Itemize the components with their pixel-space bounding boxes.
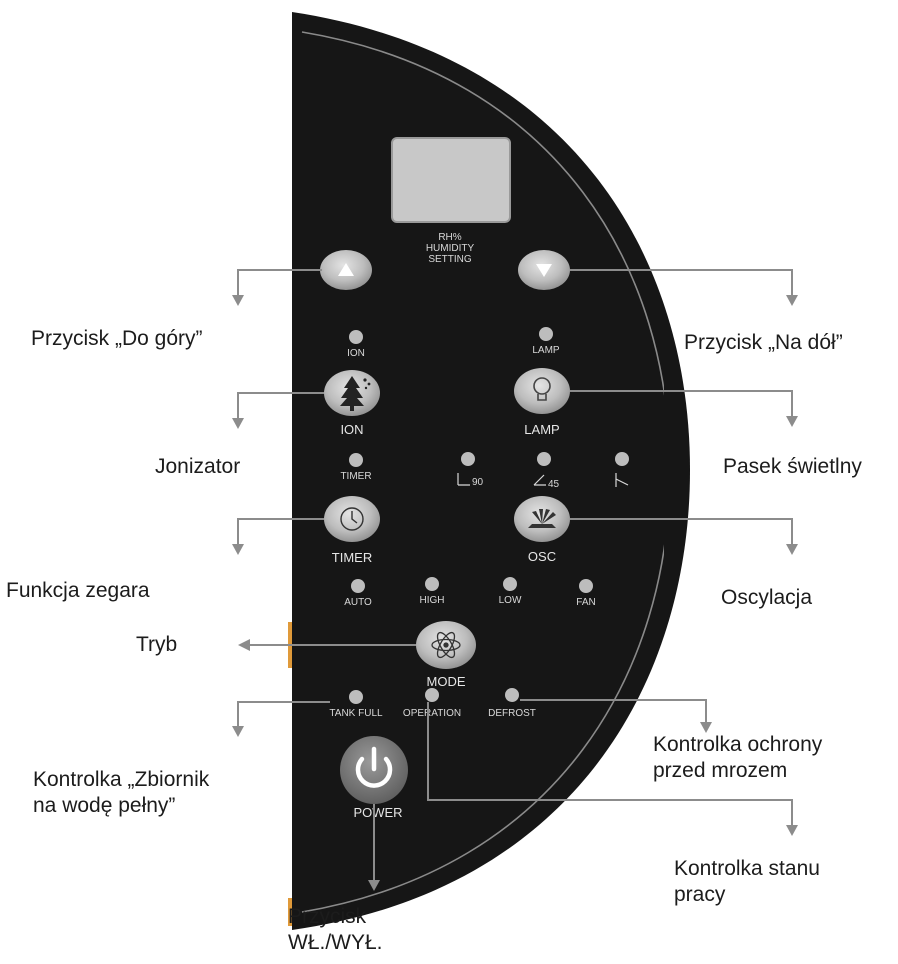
arrow-down-icon <box>232 295 244 306</box>
power-button-label: POWER <box>353 805 402 820</box>
callout-ionizer: Jonizator <box>155 455 241 478</box>
angle-90-indicator <box>461 452 475 466</box>
arrow-down-icon <box>786 544 798 555</box>
angle-90-label: 90 <box>472 477 484 488</box>
callout-mode: Tryb <box>136 633 178 656</box>
arrow-down-icon <box>786 416 798 427</box>
arrow-left-icon <box>238 639 250 651</box>
timer-indicator-label: TIMER <box>340 471 371 482</box>
arrow-down-icon <box>786 825 798 836</box>
down-button[interactable] <box>518 250 570 290</box>
arrow-down-icon <box>232 726 244 737</box>
arrow-down-icon <box>232 544 244 555</box>
tree-icon <box>340 376 371 411</box>
leader-lines <box>237 269 793 882</box>
defrost-indicator-label: DEFROST <box>488 708 536 719</box>
callout-operation-status-line-1: Kontrolka stanu <box>674 857 820 880</box>
arrow-down-icon <box>368 880 380 891</box>
callout-frost-protection: Kontrolka ochrony przed mrozem <box>653 732 822 784</box>
display-caption-1: RH% <box>438 232 461 243</box>
operation-indicator <box>425 688 439 702</box>
high-indicator <box>425 577 439 591</box>
clock-icon <box>340 507 364 531</box>
timer-button-label: TIMER <box>332 550 372 565</box>
arrow-down-icon <box>232 418 244 429</box>
callout-light-strip: Pasek świetlny <box>723 455 862 478</box>
callout-power-button-line-2: WŁ./WYŁ. <box>288 931 383 954</box>
angle-off-indicator <box>615 452 629 466</box>
callout-tank-full: Kontrolka „Zbiornik na wodę pełny” <box>33 767 209 819</box>
arrow-down-icon <box>700 722 712 733</box>
callout-timer: Funkcja zegara <box>6 579 150 602</box>
callout-tank-full-line-2: na wodę pełny” <box>33 794 176 817</box>
tank-full-indicator <box>349 690 363 704</box>
mode-button[interactable] <box>416 621 476 669</box>
callout-oscillation: Oscylacja <box>721 586 813 609</box>
angle-45-indicator <box>537 452 551 466</box>
callout-frost-protection-line-2: przed mrozem <box>653 759 788 782</box>
osc-button[interactable] <box>514 496 570 542</box>
lamp-indicator <box>539 327 553 341</box>
callout-frost-protection-line-1: Kontrolka ochrony <box>653 733 823 756</box>
lamp-button[interactable] <box>514 368 570 414</box>
leader-arrowheads <box>232 295 798 891</box>
fan-indicator-label: FAN <box>576 597 595 608</box>
callout-power-button-line-1: Przycisk <box>288 905 367 928</box>
callout-power-button: Przycisk WŁ./WYŁ. <box>288 904 383 956</box>
operation-indicator-label: OPERATION <box>403 708 461 719</box>
callout-operation-status: Kontrolka stanu pracy <box>674 856 820 908</box>
ion-button-label: ION <box>340 422 363 437</box>
angle-45-icon <box>533 474 546 486</box>
ion-indicator <box>349 330 363 344</box>
angle-off-icon <box>615 473 629 487</box>
arrow-down-icon <box>786 295 798 306</box>
low-indicator-label: LOW <box>499 595 522 606</box>
atom-icon <box>431 631 461 659</box>
ion-indicator-label: ION <box>347 348 365 359</box>
angle-90-icon <box>457 473 470 486</box>
up-button[interactable] <box>320 250 372 290</box>
panel-side-strip <box>664 372 678 582</box>
auto-indicator-label: AUTO <box>344 597 372 608</box>
power-button[interactable] <box>340 736 408 804</box>
lamp-indicator-label: LAMP <box>532 345 560 356</box>
power-icon <box>355 746 393 788</box>
tank-full-indicator-label: TANK FULL <box>329 708 383 719</box>
ion-button[interactable] <box>324 370 380 416</box>
callout-up-button: Przycisk „Do góry” <box>31 327 203 350</box>
low-indicator <box>503 577 517 591</box>
side-tab <box>288 898 294 926</box>
osc-button-label: OSC <box>528 549 556 564</box>
high-indicator-label: HIGH <box>420 595 445 606</box>
mode-button-label: MODE <box>427 674 466 689</box>
defrost-indicator <box>505 688 519 702</box>
callout-operation-status-line-2: pracy <box>674 883 726 906</box>
callout-tank-full-line-1: Kontrolka „Zbiornik <box>33 768 210 791</box>
auto-indicator <box>351 579 365 593</box>
triangle-down-icon <box>536 264 552 277</box>
lamp-button-label: LAMP <box>524 422 559 437</box>
callout-down-button: Przycisk „Na dół” <box>684 331 843 354</box>
fan-indicator <box>579 579 593 593</box>
angle-45-label: 45 <box>548 479 560 490</box>
lcd-display <box>391 137 511 223</box>
oscillation-fan-icon <box>528 509 556 528</box>
timer-button[interactable] <box>324 496 380 542</box>
bulb-icon <box>533 377 551 401</box>
timer-indicator <box>349 453 363 467</box>
display-caption-3: SETTING <box>428 254 472 265</box>
triangle-up-icon <box>338 263 354 276</box>
display-caption-2: HUMIDITY <box>426 243 475 254</box>
